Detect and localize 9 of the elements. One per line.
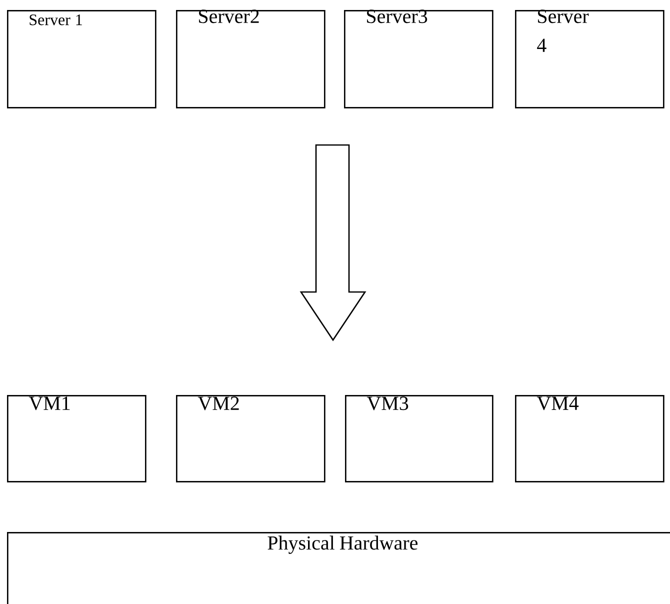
hardware-box: Physical Hardware [7, 532, 670, 604]
vm-box: VM3 [345, 395, 494, 482]
vm-box: VM4 [515, 395, 664, 482]
server-box: Server2 [176, 10, 326, 108]
server-box: Server3 [344, 10, 494, 108]
vm-box: VM1 [7, 395, 146, 482]
vm-box: VM2 [176, 395, 326, 482]
server-box: Server 1 [7, 10, 156, 108]
server-box: Server 4 [515, 10, 664, 108]
